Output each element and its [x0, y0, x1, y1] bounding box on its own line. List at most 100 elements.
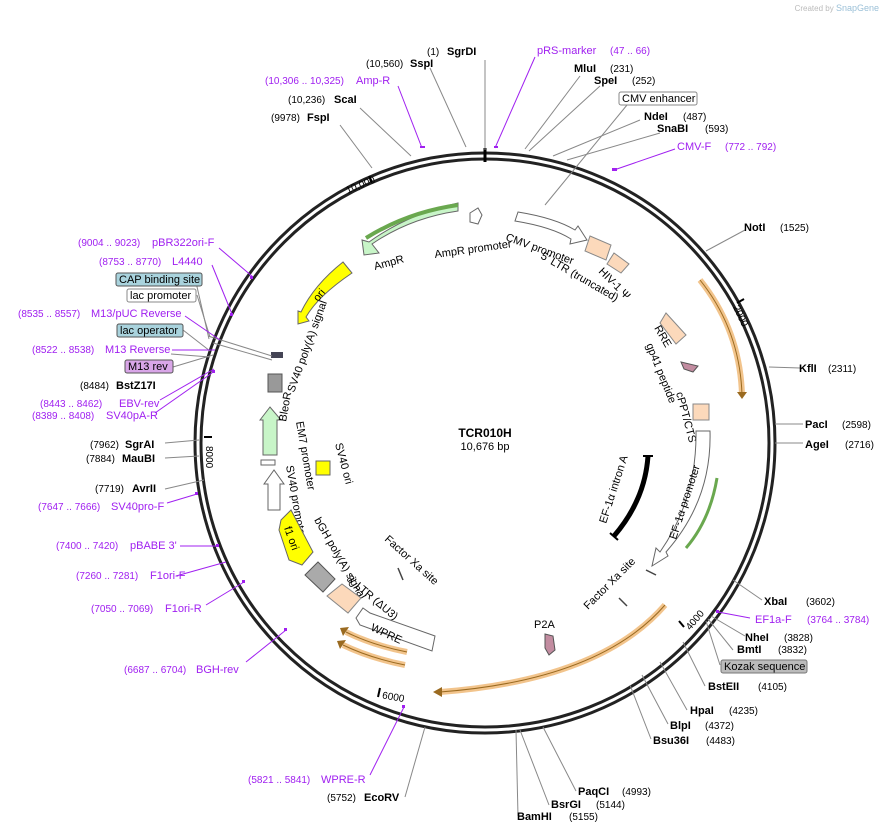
- site-spei: SpeI: [594, 75, 617, 87]
- site-scai-pos: (10,236): [288, 95, 325, 106]
- site-bsu36i-pos: (4483): [706, 736, 735, 747]
- site-bamhi-pos: (5155): [569, 812, 598, 823]
- factor-xa-label-1: Factor Xa site: [582, 556, 638, 612]
- site-bsrgi: BsrGI: [551, 799, 581, 811]
- cap-binding-label: CAP binding site: [119, 274, 200, 286]
- site-avrii: AvrII: [132, 483, 156, 495]
- sv40-promoter-arrow: [263, 469, 285, 511]
- site-xbai: XbaI: [764, 596, 787, 608]
- site-ndei-pos: (487): [683, 112, 706, 123]
- site-mlui-pos: (231): [610, 64, 633, 75]
- primer-bgh-rev: BGH-rev: [196, 664, 239, 676]
- wpre-arrow: [355, 607, 436, 652]
- site-snabi: SnaBI: [657, 123, 688, 135]
- ori-arrow: [297, 261, 353, 325]
- primer-f1ori-f-pos: (7260 .. 7281): [76, 571, 138, 582]
- site-ecorv: EcoRV: [364, 792, 400, 804]
- ampr-promoter-arrow: [469, 207, 483, 225]
- tick-2000: 2000: [730, 304, 750, 329]
- primer-f1ori-f: F1ori-F: [150, 570, 186, 582]
- primer-ebv-rev-pos: (8443 .. 8462): [40, 399, 102, 410]
- site-paqci: PaqCI: [578, 786, 609, 798]
- primer-ampr: Amp-R: [356, 75, 390, 87]
- site-agei: AgeI: [805, 439, 829, 451]
- site-bmti-pos: (3832): [778, 645, 807, 656]
- site-scai: ScaI: [334, 94, 357, 106]
- primer-pbabe: pBABE 3': [130, 540, 177, 552]
- primer-sv40pa-r-pos: (8389 .. 8408): [32, 411, 94, 422]
- cppt-block: [692, 403, 710, 421]
- primer-sv40pa-r: SV40pA-R: [106, 410, 158, 422]
- site-ndei: NdeI: [644, 111, 668, 123]
- site-bsu36i: Bsu36I: [653, 735, 689, 747]
- site-agei-pos: (2716): [845, 440, 874, 451]
- factor-xa-mark-2: [397, 567, 404, 581]
- site-ecorv-pos: (5752): [327, 793, 356, 804]
- site-paqci-pos: (4993): [622, 787, 651, 798]
- f1-ori-arrow: [278, 509, 314, 566]
- ltr5-block: [584, 235, 612, 261]
- primer-leader-lines: [154, 56, 751, 776]
- lac-promoter-label: lac promoter: [130, 290, 191, 302]
- cmv-enhancer-label: CMV enhancer: [622, 93, 696, 105]
- site-nhei: NheI: [745, 632, 769, 644]
- factor-xa-mark-1: [645, 569, 657, 576]
- ltr3-block: [326, 583, 362, 614]
- primer-m13rev: M13 Reverse: [105, 344, 170, 356]
- em7-block: [260, 459, 276, 466]
- primer-m13puc: M13/pUC Reverse: [91, 308, 181, 320]
- cmv-enhancer-box: [618, 91, 698, 106]
- boxed-labels: CMV enhancer CAP binding site lac promot…: [115, 91, 808, 674]
- snapgene-logo: SnapGene: [835, 3, 879, 13]
- site-bsteii-pos: (4105): [758, 682, 787, 693]
- ef1a-highlight: [684, 477, 719, 549]
- site-fspi: FspI: [307, 112, 330, 124]
- p2a-arrow: [544, 633, 556, 656]
- lac-promoter-box: [126, 288, 197, 303]
- primer-pbabe-pos: (7400 .. 7420): [56, 541, 118, 552]
- snapgene-credit: Created by SnapGene: [794, 3, 879, 13]
- tick-4000: 4000: [684, 608, 707, 632]
- ef1a-intron-label: EF-1α intron A: [597, 453, 630, 524]
- primer-sv40pro-f-pos: (7647 .. 7666): [38, 502, 100, 513]
- site-nhei-pos: (3828): [784, 633, 813, 644]
- site-blpi: BlpI: [670, 720, 691, 732]
- site-sspi-pos: (10,560): [366, 59, 403, 70]
- tick-6000: 6000: [381, 690, 405, 705]
- rre-block: [659, 312, 687, 345]
- primer-prs-marker-pos: (47 .. 66): [610, 46, 650, 57]
- primer-wpre-r: WPRE-R: [321, 774, 366, 786]
- ampr-label: AmpR: [373, 253, 406, 273]
- primer-f1ori-r: F1ori-R: [165, 603, 202, 615]
- tick-marks: [204, 175, 745, 698]
- site-maubi-pos: (7884): [86, 454, 115, 465]
- lac-operator-label: lac operator: [120, 325, 178, 337]
- hiv-psi-block: [606, 252, 630, 274]
- site-sgrai-pos: (7962): [90, 440, 119, 451]
- ef1a-promoter-arrow: [651, 430, 711, 568]
- primer-ef1a-f: EF1a-F: [755, 614, 792, 626]
- primer-cmv-f: CMV-F: [677, 141, 712, 153]
- site-leader-lines: [164, 60, 803, 817]
- primer-marks: [195, 146, 719, 708]
- kozak-box: [720, 659, 808, 674]
- site-bsrgi-pos: (5144): [596, 800, 625, 811]
- lac-operator-box: [116, 323, 184, 338]
- site-maubi: MauBI: [122, 453, 155, 465]
- p2a-label: P2A: [534, 619, 555, 631]
- primer-m13rev-pos: (8522 .. 8538): [32, 345, 94, 356]
- primer-l4440: L4440: [172, 256, 203, 268]
- gp41-arrow: [680, 361, 699, 373]
- plasmid-length: 10,676 bp: [461, 441, 510, 453]
- ef1a-intron-arc: [612, 455, 651, 538]
- site-fspi-pos: (9978): [271, 113, 300, 124]
- primer-cmv-f-pos: (772 .. 792): [725, 142, 776, 153]
- site-blpi-pos: (4372): [705, 721, 734, 732]
- sv40-ori-block: [315, 460, 331, 476]
- ampr-promoter-label: AmpR promoter: [434, 238, 513, 261]
- ampr-highlight: [364, 203, 459, 240]
- site-avrii-pos: (7719): [95, 484, 124, 495]
- bgh-block: [304, 561, 336, 593]
- primer-ef1a-f-pos: (3764 .. 3784): [807, 615, 869, 626]
- sv40-polya-block: [271, 352, 283, 358]
